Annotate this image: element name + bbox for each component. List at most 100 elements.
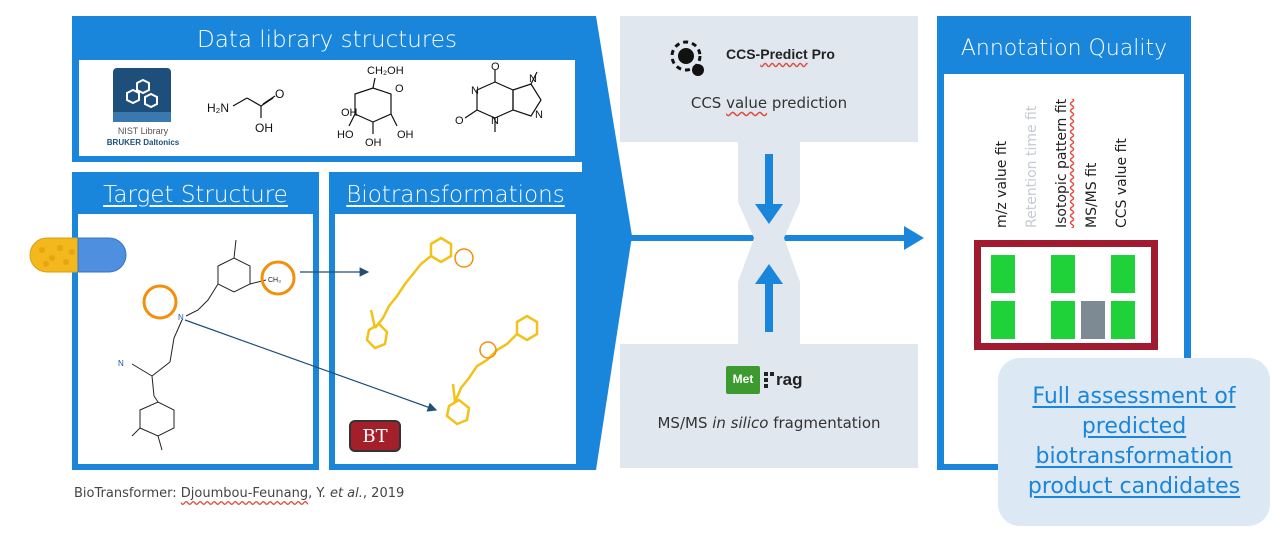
- score-cell-pass: [1111, 301, 1135, 339]
- capsule-icon: [28, 236, 128, 274]
- glucose-structure: [348, 77, 398, 134]
- target-structure-title: Target Structure: [72, 182, 319, 208]
- citation-etal: et al.: [329, 486, 363, 501]
- caffeine-structure: [464, 70, 542, 132]
- callout-line-2: predicted: [998, 412, 1270, 442]
- caffeine-label-o2: O: [455, 115, 464, 127]
- criterion-label-mz: m/z value fit: [994, 141, 1010, 228]
- criterion-msms-text: MS/MS fit: [1084, 162, 1100, 228]
- glucose-label-oh2: OH: [365, 137, 382, 149]
- nist-logo-line1: NIST Library: [117, 126, 169, 136]
- caffeine-label-n1: N: [471, 85, 479, 97]
- glycine-label-oh: OH: [255, 121, 273, 135]
- ccs-caption-prefix: CCS: [690, 94, 727, 112]
- ccs-logo-prefix: CCS-: [726, 46, 761, 62]
- ccs-logo-suffix: Pro: [807, 46, 835, 62]
- criterion-mz-text: m/z value fit: [994, 140, 1010, 228]
- caffeine-label-n2: N: [529, 73, 537, 85]
- score-cell-pass: [991, 255, 1015, 293]
- target-methyl-highlight: [142, 284, 178, 320]
- criterion-rt-text: Retention time fit: [1024, 105, 1040, 228]
- glycine-label-nh2: H₂N: [207, 101, 229, 115]
- glucose-label-o: O: [395, 83, 404, 95]
- ccs-logo-icon: [670, 40, 704, 76]
- biotransformations-panel: Biotransformations BT: [329, 172, 582, 470]
- hexagon-molecule-icon: [113, 78, 171, 122]
- metfrag-logo-cube: Met: [726, 366, 760, 394]
- metfrag-logo-f: [763, 370, 775, 390]
- metfrag-caption: MS/MS in silico fragmentation: [620, 414, 918, 432]
- annotation-quality-title-text: Annotation Quality: [960, 36, 1168, 61]
- score-grid: [981, 247, 1151, 343]
- score-matrix: [974, 240, 1158, 350]
- metfrag-box: Met rag MS/MS in silico fragmentation: [620, 344, 918, 468]
- metfrag-caption-italic: in silico: [712, 414, 769, 432]
- score-cell-neutral: [1081, 301, 1105, 339]
- metfrag-logo-right: rag: [776, 370, 803, 389]
- callout-line-4-text: product candidates: [1027, 474, 1241, 499]
- funnel-shape: [582, 16, 632, 470]
- callout-line-1: Full assessment of: [998, 382, 1270, 412]
- callout-line-4: product candidates: [998, 472, 1270, 502]
- callout-line-3-text: biotransformation: [1035, 444, 1233, 469]
- callout-line-2-text: predicted: [1081, 414, 1187, 439]
- metfrag-caption-suffix: fragmentation: [768, 414, 881, 432]
- biotransformer-logo-text: BT: [362, 426, 388, 447]
- target-atom-n2: N: [118, 359, 124, 368]
- nist-logo-line2: BRUKER Daltonics: [106, 138, 180, 147]
- citation-author: Djoumbou-Feunang: [180, 486, 309, 501]
- glucose-label-oh3: OH: [341, 107, 358, 119]
- citation-year: , 2019: [362, 486, 405, 501]
- nist-library-logo: NIST Library BRUKER Daltonics: [107, 68, 179, 152]
- caffeine-label-n4: N: [535, 109, 543, 121]
- nist-icon: [113, 68, 171, 122]
- score-cell-pass: [1111, 255, 1135, 293]
- ccs-caption: CCS value prediction: [620, 94, 918, 112]
- ccs-logo-word: Predict: [760, 46, 808, 62]
- library-molecules: H₂N O OH CH₂OH O OH OH HO OH: [207, 61, 543, 149]
- caffeine-label-n3: N: [491, 115, 499, 127]
- ccs-caption-suffix: prediction: [767, 94, 848, 112]
- citation-prefix: BioTransformer:: [74, 486, 181, 501]
- ccs-predict-box: CCS-Predict Pro CCS value prediction: [620, 16, 918, 142]
- caffeine-label-o1: O: [491, 61, 500, 73]
- citation: BioTransformer: Djoumbou-Feunang, Y. et …: [74, 486, 404, 501]
- score-cell-pass: [1051, 255, 1075, 293]
- target-atom-ch3: CH₃: [268, 277, 281, 284]
- glucose-label-ho: HO: [337, 129, 354, 141]
- criterion-label-rt: Retention time fit: [1024, 106, 1040, 228]
- glycine-label-o: O: [275, 87, 284, 101]
- product1-highlight: [454, 248, 474, 268]
- ccs-caption-value: value: [726, 94, 768, 112]
- target-atom-n: N: [178, 313, 184, 322]
- data-library-panel: Data library structures NIST Library BRU…: [72, 16, 582, 162]
- assessment-callout: Full assessment of predicted biotransfor…: [998, 358, 1270, 526]
- data-library-title-text: Data library structures: [197, 27, 457, 53]
- glucose-label-ch2oh: CH₂OH: [367, 65, 404, 77]
- criterion-label-isotopic: Isotopic pattern fit: [1054, 99, 1070, 228]
- hourglass-connector: [738, 142, 800, 344]
- citation-middle: , Y.: [308, 486, 330, 501]
- data-library-content: NIST Library BRUKER Daltonics H₂N O OH: [79, 60, 575, 156]
- assessment-callout-text: Full assessment of predicted biotransfor…: [998, 382, 1270, 502]
- criterion-label-ccs: CCS value fit: [1114, 138, 1130, 228]
- criterion-ccs-text: CCS value fit: [1114, 138, 1130, 228]
- glycine-structure: [232, 95, 276, 118]
- callout-line-1-text: Full assessment of: [1032, 384, 1236, 409]
- ccs-predict-logo: CCS-Predict Pro: [670, 38, 910, 78]
- biotransformations-title: Biotransformations: [329, 182, 582, 208]
- score-cell-pass: [991, 301, 1015, 339]
- biotransformations-title-text: Biotransformations: [346, 182, 565, 208]
- data-library-title: Data library structures: [72, 27, 582, 53]
- metfrag-logo: Met rag: [726, 366, 846, 394]
- biotransformation-products: [365, 236, 539, 426]
- metfrag-logo-left: Met: [732, 372, 754, 386]
- criterion-label-msms: MS/MS fit: [1084, 163, 1100, 228]
- biotransformations-content: BT: [335, 214, 576, 464]
- target-structure-panel: Target Structure N N CH₃: [72, 172, 319, 470]
- glucose-label-oh1: OH: [397, 129, 414, 141]
- callout-line-3: biotransformation: [998, 442, 1270, 472]
- target-molecule: N N CH₃: [118, 239, 296, 451]
- metfrag-caption-prefix: MS/MS: [657, 414, 713, 432]
- annotation-quality-title: Annotation Quality: [937, 36, 1191, 61]
